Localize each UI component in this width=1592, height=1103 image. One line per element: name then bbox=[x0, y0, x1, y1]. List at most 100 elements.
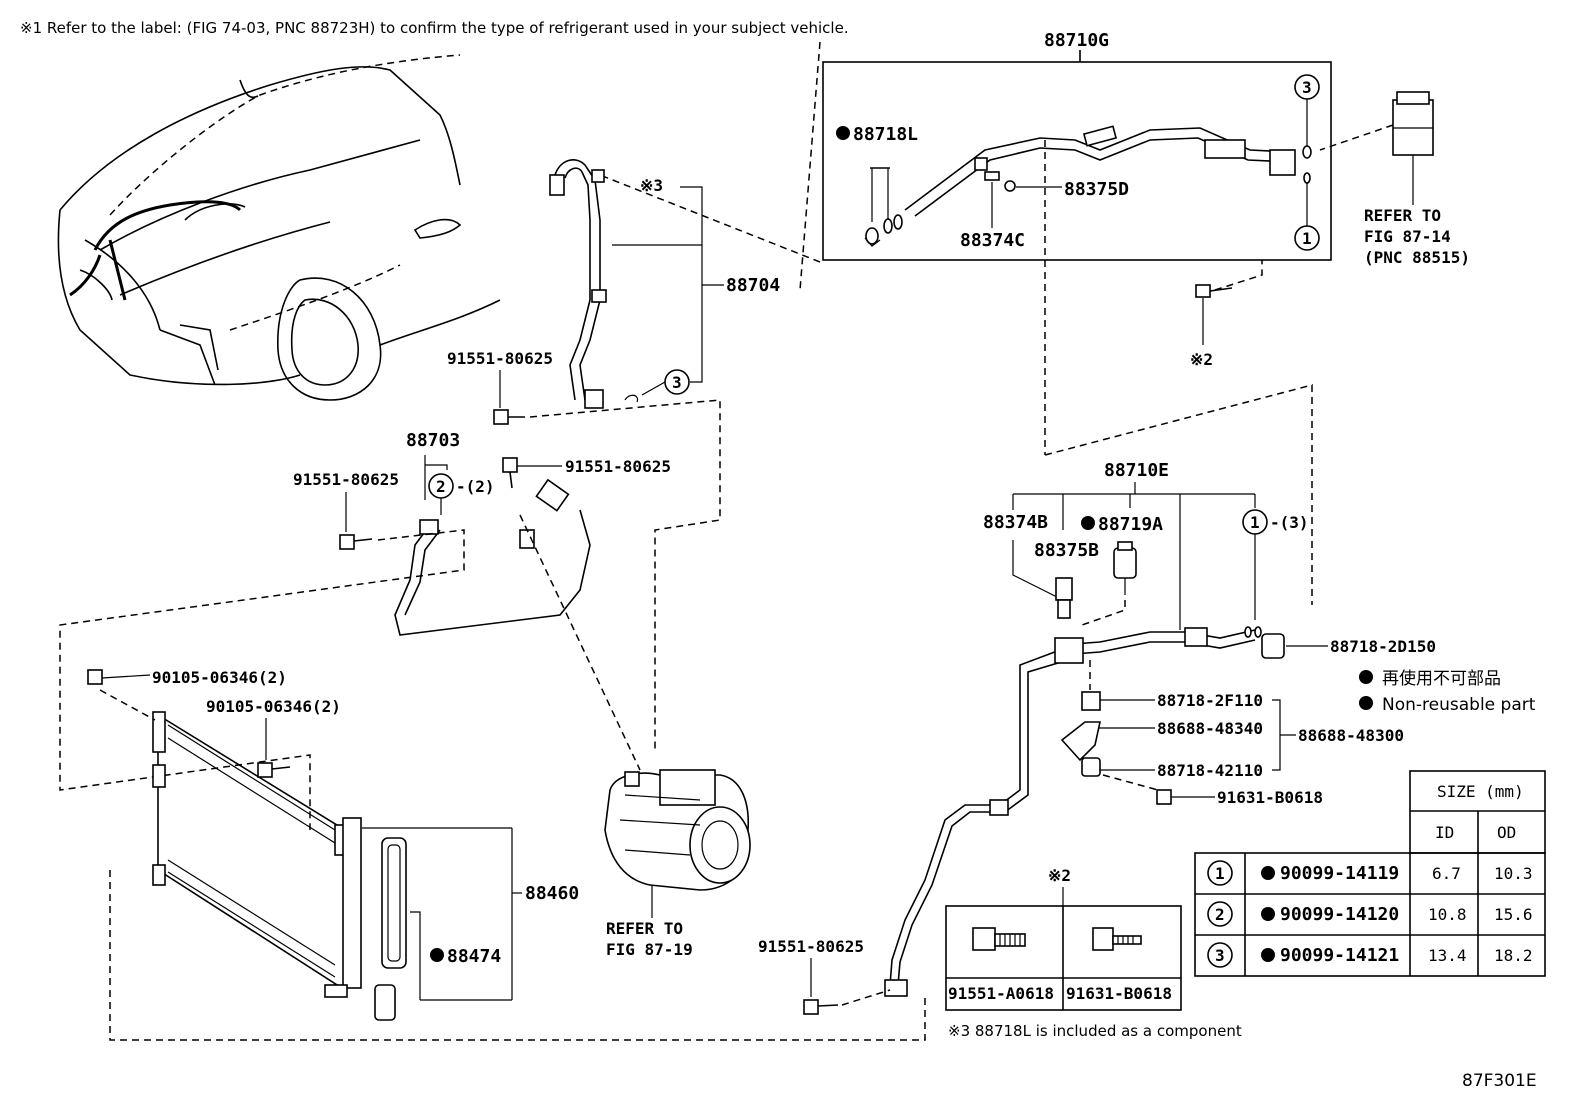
label-88374C: 88374C bbox=[960, 230, 1025, 251]
label-91551-3: 91551-80625 bbox=[293, 470, 399, 489]
size-row-2-od: 15.6 bbox=[1494, 905, 1533, 924]
compressor bbox=[604, 769, 751, 891]
size-row-1-part: 90099-14119 bbox=[1280, 863, 1399, 884]
label-88718-42110: 88718-42110 bbox=[1157, 761, 1263, 780]
header-note: ※1 Refer to the label: (FIG 74-03, PNC 8… bbox=[20, 19, 849, 37]
label-91551-1: 91551-80625 bbox=[447, 349, 553, 368]
callout-3-top-text: 3 bbox=[1302, 78, 1312, 97]
pipe-88710G bbox=[904, 125, 1296, 217]
callout-3-hose-text: 3 bbox=[672, 373, 682, 392]
bolt-box-right-part: 91631-B0618 bbox=[1066, 984, 1172, 1003]
size-table-title: SIZE (mm) bbox=[1437, 782, 1524, 801]
label-88719A: 88719A bbox=[1098, 514, 1163, 535]
hose-88704 bbox=[549, 159, 639, 409]
size-row-1-od: 10.3 bbox=[1494, 864, 1533, 883]
expansion-valve bbox=[1392, 91, 1434, 156]
service-valve-88374B bbox=[1057, 599, 1071, 619]
label-88375B: 88375B bbox=[1034, 540, 1099, 561]
label-88718-2F110: 88718-2F110 bbox=[1157, 691, 1263, 710]
pipe-88710E bbox=[884, 626, 1262, 997]
mark3-label: ※3 bbox=[640, 176, 663, 195]
bolt-91551-3 bbox=[339, 534, 355, 550]
label-88688-48300: 88688-48300 bbox=[1298, 726, 1404, 745]
label-88688-48340: 88688-48340 bbox=[1157, 719, 1263, 738]
label-91551-4: 91551-80625 bbox=[758, 937, 864, 956]
non-reusable-dot bbox=[430, 948, 444, 962]
cap-88718-2D150 bbox=[1261, 633, 1285, 659]
legend-dot-en bbox=[1359, 696, 1373, 710]
size-row-3-part: 90099-14121 bbox=[1280, 945, 1399, 966]
bolt-91551-1 bbox=[493, 409, 509, 425]
bolt-box-mark: ※2 bbox=[1048, 866, 1071, 885]
non-reusable-dot bbox=[1261, 948, 1275, 962]
non-reusable-dot bbox=[1261, 907, 1275, 921]
label-88710G: 88710G bbox=[1044, 30, 1109, 51]
size-table-col-id: ID bbox=[1435, 823, 1454, 842]
size-table bbox=[1194, 770, 1546, 977]
size-row-1-id: 6.7 bbox=[1432, 864, 1461, 883]
bolt-91551-4 bbox=[803, 999, 819, 1015]
cushion-88718-42110 bbox=[1081, 757, 1101, 777]
size-row-1-num: 1 bbox=[1215, 864, 1225, 883]
non-reusable-dot bbox=[836, 126, 850, 140]
size-row-1-num-circle bbox=[1207, 860, 1233, 886]
label-88704: 88704 bbox=[726, 275, 780, 296]
size-row-2-part: 90099-14120 bbox=[1280, 904, 1399, 925]
bracket-88688-48340 bbox=[1060, 721, 1101, 762]
bolt-90105-a bbox=[87, 669, 103, 685]
callout-1-top-text: 1 bbox=[1302, 229, 1312, 248]
refer-87-14-line3: (PNC 88515) bbox=[1364, 248, 1470, 267]
label-91631-B0618: 91631-B0618 bbox=[1217, 788, 1323, 807]
label-88374B: 88374B bbox=[983, 512, 1048, 533]
cap-88718-2F110 bbox=[1081, 691, 1101, 711]
label-88718L: 88718L bbox=[853, 124, 918, 145]
qty-2: -(2) bbox=[456, 477, 495, 496]
refer-87-19-line2: FIG 87-19 bbox=[606, 940, 693, 959]
label-88718-2D150: 88718-2D150 bbox=[1330, 637, 1436, 656]
pressure-switch-88719A bbox=[1113, 541, 1137, 579]
callout-1-88710E-text: 1 bbox=[1250, 513, 1260, 532]
legend-jp: 再使用不可部品 bbox=[1382, 668, 1501, 689]
size-row-3-od: 18.2 bbox=[1494, 946, 1533, 965]
label-91551-2: 91551-80625 bbox=[565, 457, 671, 476]
non-reusable-dot bbox=[1261, 866, 1275, 880]
box-88710G bbox=[822, 61, 1332, 261]
footnote-3: ※3 88718L is included as a component bbox=[948, 1022, 1242, 1040]
condenser-88460 bbox=[152, 711, 362, 998]
size-table-col-od: OD bbox=[1497, 823, 1516, 842]
hose-88703 bbox=[394, 478, 591, 636]
bolt-91631 bbox=[1156, 789, 1172, 805]
label-88710E: 88710E bbox=[1104, 460, 1169, 481]
label-90105-a: 90105-06346(2) bbox=[152, 668, 287, 687]
bolt-box-left-part: 91551-A0618 bbox=[948, 984, 1054, 1003]
label-88375D: 88375D bbox=[1064, 179, 1129, 200]
size-row-2-num-circle bbox=[1207, 901, 1233, 927]
size-row-3-num: 3 bbox=[1215, 946, 1225, 965]
refer-87-14-line2: FIG 87-14 bbox=[1364, 227, 1451, 246]
refer-87-19-line1: REFER TO bbox=[606, 919, 683, 938]
vehicle-illustration bbox=[57, 66, 501, 401]
size-row-2-num: 2 bbox=[1215, 905, 1225, 924]
legend-en: Non-reusable part bbox=[1382, 695, 1536, 715]
label-88474: 88474 bbox=[447, 946, 501, 967]
callout-2-88703-text: 2 bbox=[436, 477, 446, 496]
qty-3: -(3) bbox=[1270, 513, 1309, 532]
size-row-2-id: 10.8 bbox=[1428, 905, 1467, 924]
bolt-box bbox=[945, 905, 1182, 1011]
label-90105-b: 90105-06346(2) bbox=[206, 697, 341, 716]
size-row-3-id: 13.4 bbox=[1428, 946, 1467, 965]
legend-dot-jp bbox=[1359, 670, 1373, 684]
size-row-3-num-circle bbox=[1207, 942, 1233, 968]
valve-core-88375B bbox=[1055, 577, 1073, 601]
bolt-91551-2 bbox=[502, 457, 518, 473]
bolt-mark2 bbox=[1195, 284, 1233, 298]
receiver-88474 bbox=[374, 837, 407, 1021]
refer-87-14-line1: REFER TO bbox=[1364, 206, 1441, 225]
mark2-label: ※2 bbox=[1190, 350, 1213, 369]
figure-code: 87F301E bbox=[1462, 1071, 1537, 1091]
label-88460: 88460 bbox=[525, 883, 579, 904]
bolt-90105-b bbox=[257, 762, 273, 778]
non-reusable-dot bbox=[1081, 516, 1095, 530]
